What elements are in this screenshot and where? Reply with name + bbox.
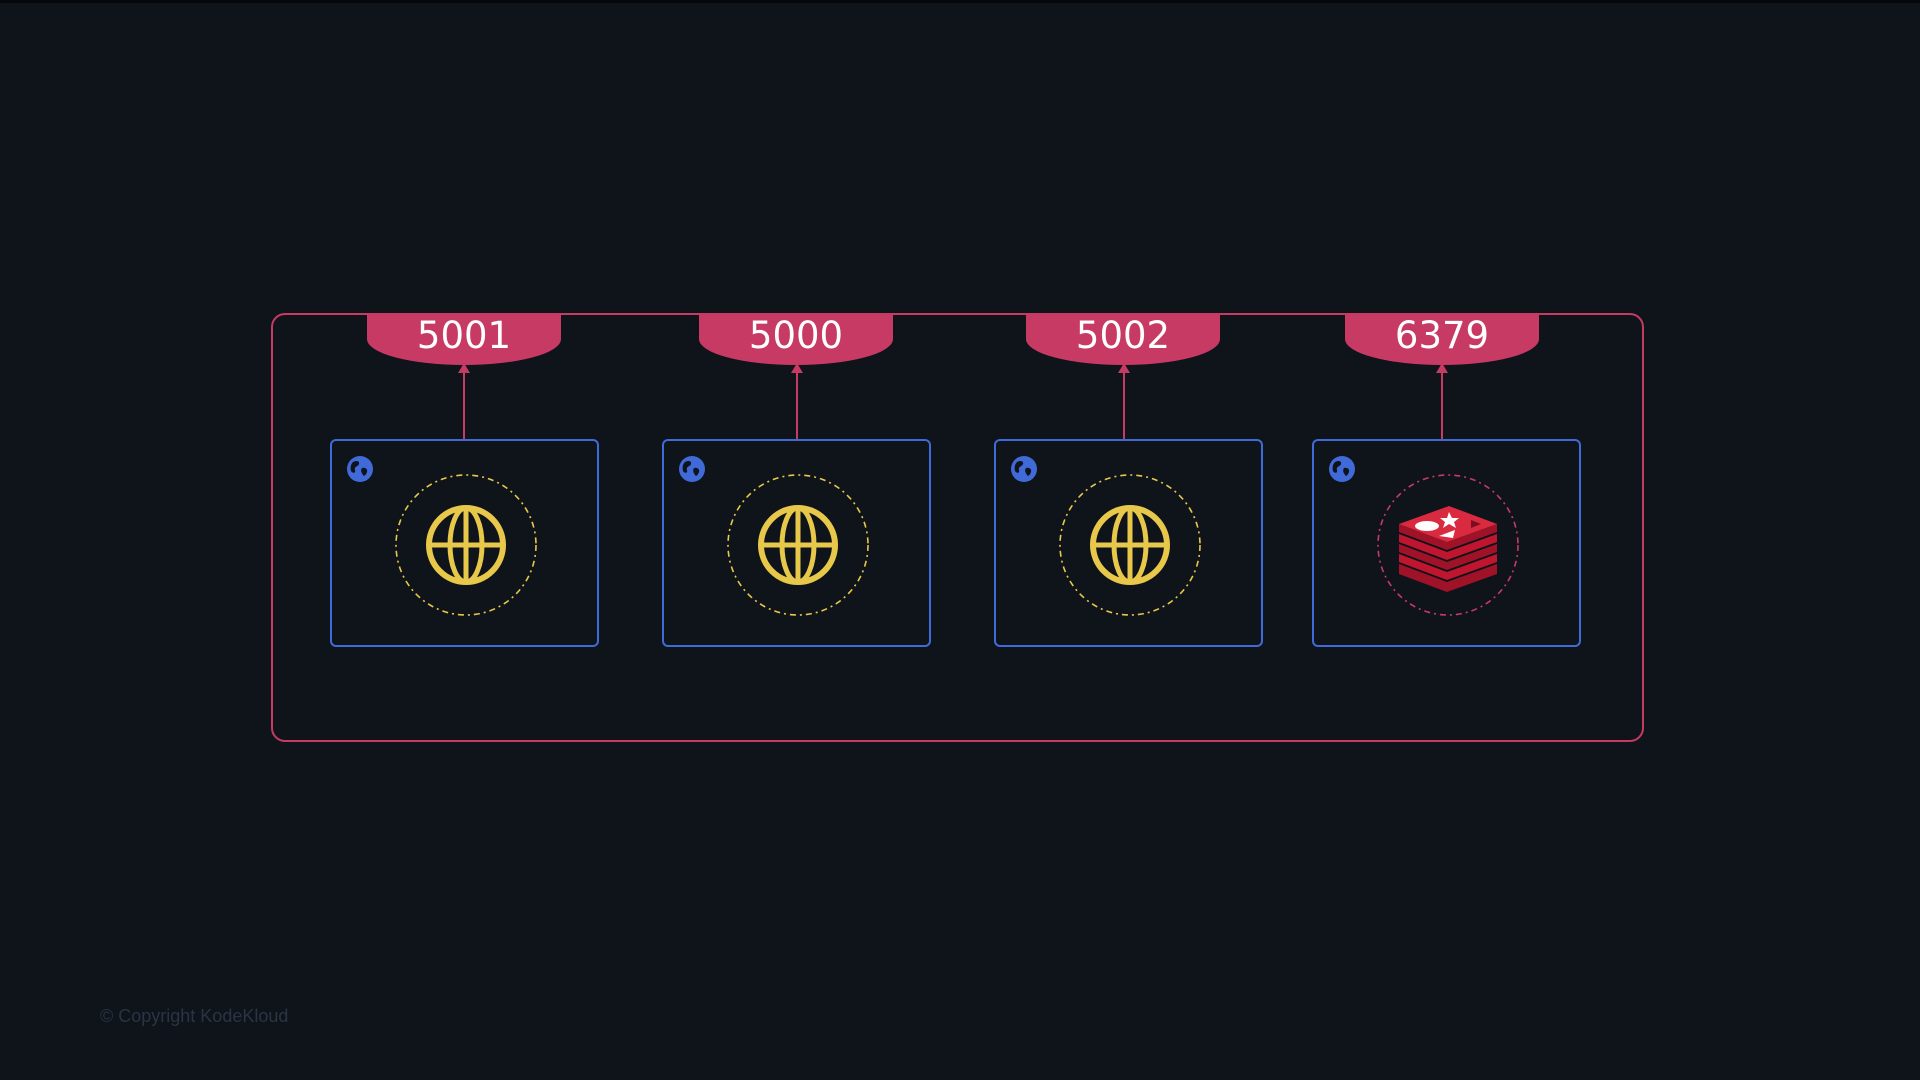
port-label-1: 5001 [367, 313, 561, 365]
host-boundary [271, 313, 1644, 742]
port-arrow-3 [1123, 372, 1125, 439]
globe-icon [1059, 474, 1201, 616]
port-arrow-head-2 [791, 363, 803, 373]
container-3[interactable] [994, 439, 1263, 647]
port-label-2: 5000 [699, 313, 893, 365]
port-arrow-1 [463, 372, 465, 439]
globe-icon [395, 474, 537, 616]
copyright-text: © Copyright KodeKloud [100, 1006, 289, 1026]
network-globe-icon [1011, 456, 1037, 482]
container-4[interactable] [1312, 439, 1581, 647]
port-label-3: 5002 [1026, 313, 1220, 365]
globe-icon [727, 474, 869, 616]
port-arrow-2 [796, 372, 798, 439]
redis-icon [1377, 474, 1519, 616]
port-arrow-head-3 [1118, 363, 1130, 373]
port-arrow-head-1 [458, 363, 470, 373]
top-strip [0, 0, 1920, 3]
network-globe-icon [679, 456, 705, 482]
network-globe-icon [1329, 456, 1355, 482]
port-arrow-head-4 [1436, 363, 1448, 373]
container-1[interactable] [330, 439, 599, 647]
port-label-4: 6379 [1345, 313, 1539, 365]
network-globe-icon [347, 456, 373, 482]
port-arrow-4 [1441, 372, 1443, 439]
container-2[interactable] [662, 439, 931, 647]
